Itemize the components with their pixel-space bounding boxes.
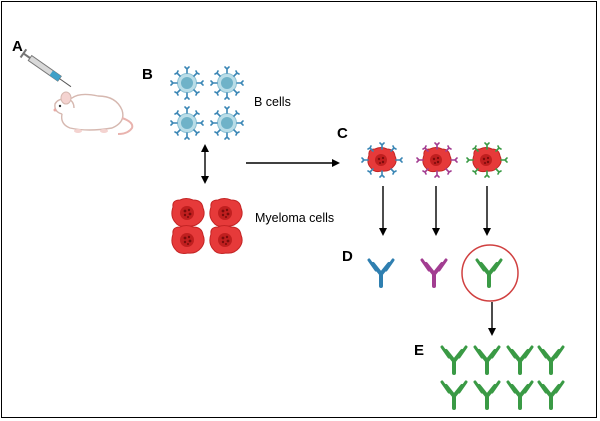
hybridoma-blue-icon	[361, 142, 403, 178]
antibody-blue-icon	[367, 258, 395, 288]
panel-label-c: C	[337, 125, 348, 142]
panel-label-b: B	[142, 66, 153, 83]
antibody-green-icon	[537, 380, 565, 410]
antibody-green-icon	[440, 345, 468, 375]
b-cell-icon	[210, 66, 244, 100]
b-cell-icon	[170, 106, 204, 140]
hybridoma-magenta-icon	[416, 142, 458, 178]
antibody-green-icon	[473, 380, 501, 410]
myeloma-cell-icon	[171, 198, 205, 227]
panel-label-d: D	[342, 248, 353, 265]
antibody-green-icon	[506, 345, 534, 375]
hybridoma-green-icon	[466, 142, 508, 178]
antibody-green-icon	[537, 345, 565, 375]
myeloma-cell-icon	[171, 225, 205, 254]
b-cells-group	[170, 66, 244, 140]
selection-circle	[461, 244, 519, 302]
b-cell-icon	[210, 106, 244, 140]
panel-label-a: A	[12, 38, 23, 55]
antibody-green-icon	[473, 345, 501, 375]
antibody-green-icon	[506, 380, 534, 410]
myeloma-cells-group	[171, 198, 243, 254]
myeloma-cells-caption: Myeloma cells	[255, 211, 335, 225]
panel-label-e: E	[414, 342, 425, 359]
hybridoma-cells-group	[361, 142, 508, 178]
b-cells-caption: B cells	[254, 95, 291, 109]
b-cell-icon	[170, 66, 204, 100]
mouse-with-syringe-icon	[19, 48, 134, 135]
antibody-green-icon	[475, 258, 503, 288]
antibody-green-icon	[440, 380, 468, 410]
myeloma-cell-icon	[209, 198, 243, 227]
myeloma-cell-icon	[209, 225, 243, 254]
antibody-magenta-icon	[420, 258, 448, 288]
monoclonal-antibodies-group	[440, 345, 565, 410]
antibodies-group	[367, 244, 519, 302]
